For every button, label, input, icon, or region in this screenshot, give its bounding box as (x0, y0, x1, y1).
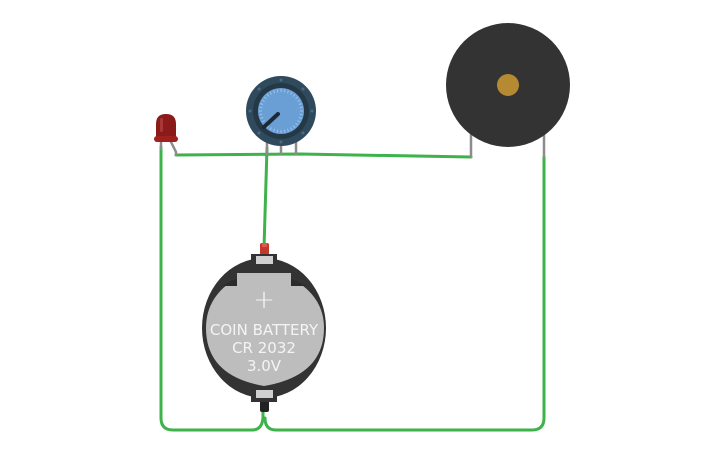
potentiometer-tick (273, 128, 275, 132)
buzzer-center (497, 74, 519, 96)
potentiometer-tick (292, 125, 296, 129)
battery-shadow-left (222, 278, 237, 286)
battery-clip-bottom (256, 390, 273, 398)
coin-battery[interactable]: + COIN BATTERY CR 2032 3.0V (202, 243, 326, 412)
coin-battery-icon (206, 273, 324, 386)
potentiometer-pointer (262, 112, 280, 129)
potentiometer-tick (269, 91, 272, 95)
potentiometer-tick (260, 103, 264, 105)
potentiometer-tick (295, 96, 299, 100)
piezo-buzzer[interactable] (446, 23, 570, 158)
battery-label-line2: CR 2032 (232, 339, 296, 357)
wires (159, 145, 546, 432)
wire-buzzer-to-battery-negative[interactable] (263, 155, 546, 432)
led-highlight (160, 118, 163, 132)
potentiometer-tick (299, 113, 303, 116)
wire-led-to-battery-negative[interactable] (159, 145, 265, 432)
potentiometer-tick (292, 93, 296, 97)
potentiometer-tick (287, 128, 289, 132)
battery-shadow-right (291, 278, 306, 286)
potentiometer-tick (297, 99, 301, 102)
potentiometer-tick (299, 106, 303, 109)
wire-led-to-buzzer[interactable] (174, 152, 473, 159)
potentiometer-tick (276, 129, 279, 133)
potentiometer-tick (290, 91, 293, 95)
battery-plus-symbol: + (253, 285, 275, 315)
potentiometer-tick (259, 106, 263, 109)
potentiometer-tick (287, 90, 289, 94)
battery-negative-terminal[interactable] (260, 400, 269, 412)
potentiometer-tick (298, 117, 302, 119)
potentiometer-tick (298, 103, 302, 105)
wire-pot-to-battery-positive[interactable] (262, 146, 269, 250)
potentiometer-tick (283, 129, 286, 133)
potentiometer-tick (266, 93, 270, 97)
potentiometer-tick (263, 96, 267, 100)
potentiometer-tick (261, 99, 265, 102)
potentiometer[interactable] (246, 76, 316, 155)
potentiometer-tick (273, 90, 275, 94)
potentiometer-tick (276, 89, 279, 93)
led-leg-anode (168, 139, 178, 156)
battery-clip-top (256, 256, 273, 264)
led-rim (154, 136, 178, 142)
potentiometer-tick (259, 113, 263, 116)
potentiometer-tick (266, 125, 270, 129)
potentiometer-tick (297, 120, 301, 123)
battery-label-line1: COIN BATTERY (210, 321, 319, 339)
potentiometer-tick (260, 117, 264, 119)
potentiometer-tick (283, 89, 286, 93)
potentiometer-tick (290, 127, 293, 131)
potentiometer-tick (261, 120, 265, 123)
potentiometer-tick (295, 122, 299, 126)
battery-label-line3: 3.0V (247, 357, 282, 375)
potentiometer-screws (248, 78, 314, 144)
potentiometer-tick (269, 127, 272, 131)
terminal-highlight (262, 243, 267, 247)
led[interactable] (154, 114, 178, 156)
